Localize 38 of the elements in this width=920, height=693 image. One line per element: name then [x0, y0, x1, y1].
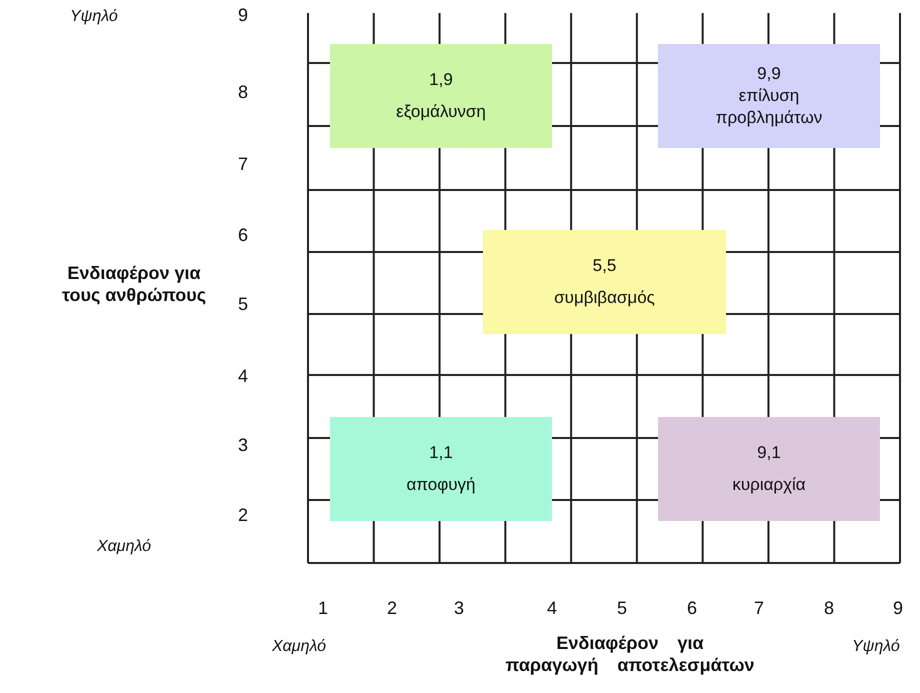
tick-label: 4: [547, 598, 558, 619]
tick-label: 7: [238, 154, 248, 175]
tick-label: 6: [238, 225, 248, 246]
style-name: επίλυση προβλημάτων: [714, 85, 824, 129]
tick-label: 1: [318, 598, 328, 619]
style-box: [483, 230, 726, 334]
tick-label: 2: [387, 598, 398, 619]
style-name: εξομάλυνση: [396, 101, 486, 123]
style-box: [658, 417, 880, 521]
grid-coordinate: 5,5: [592, 255, 616, 277]
grid-coordinate: 1,1: [429, 442, 453, 464]
axis-title: Ενδιαφέρον για παραγωγή αποτελεσμάτων: [505, 632, 755, 676]
grid-coordinate: 1,9: [429, 69, 453, 91]
scale-label: Χαμηλό: [97, 538, 151, 556]
tick-label: 5: [617, 598, 628, 619]
axis-title: Ενδιαφέρον για τους ανθρώπους: [60, 262, 208, 306]
style-name: αποφυγή: [406, 474, 476, 496]
scale-label: Χαμηλό: [272, 638, 326, 656]
style-name: κυριαρχία: [732, 474, 806, 496]
tick-label: 3: [238, 435, 248, 456]
tick-label: 3: [454, 598, 464, 619]
style-box: [330, 44, 552, 148]
tick-label: 8: [238, 82, 248, 103]
style-box: [330, 417, 552, 521]
tick-label: 4: [238, 366, 248, 387]
grid-coordinate: 9,1: [757, 442, 781, 464]
tick-label: 5: [238, 294, 248, 315]
style-box: [658, 44, 880, 148]
tick-label: 6: [687, 598, 698, 619]
scale-label: Υψηλό: [852, 638, 900, 656]
tick-label: 9: [238, 5, 248, 26]
grid-coordinate: 9,9: [757, 63, 781, 85]
tick-label: 8: [824, 598, 834, 619]
tick-label: 7: [754, 598, 764, 619]
scale-label: Υψηλό: [70, 8, 118, 26]
style-name: συμβιβασμός: [554, 287, 655, 309]
tick-label: 2: [238, 505, 248, 526]
tick-label: 9: [893, 598, 904, 619]
